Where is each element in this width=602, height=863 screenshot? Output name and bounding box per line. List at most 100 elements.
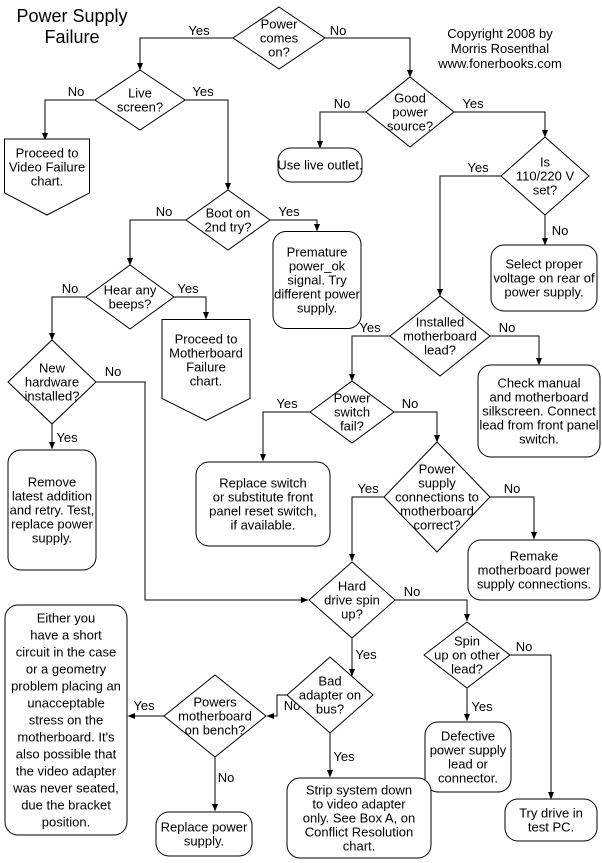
edge-bench-no: No	[212, 757, 234, 812]
edge-live-screen-yes: Yes	[185, 84, 231, 191]
edge-voltage-no: No	[542, 215, 569, 246]
decision-diamond	[163, 674, 267, 758]
decision-diamond	[7, 339, 97, 425]
edge-label-boot-yes: Yes	[278, 204, 300, 219]
edge-live-screen-no: No	[42, 84, 95, 141]
decision-diamond	[309, 380, 395, 444]
decision-diamond	[94, 69, 186, 131]
edge-connections-yes: Yes	[349, 481, 384, 562]
edge-voltage-yes: Yes	[437, 160, 501, 297]
decision-diamond	[286, 656, 374, 734]
edge-hardware-yes: Yes	[49, 424, 78, 450]
decision-diamond	[500, 136, 590, 216]
offpage-connector	[161, 319, 251, 422]
edge-mb-lead-yes: Yes	[349, 320, 390, 382]
edge-mb-lead-no: No	[490, 320, 542, 366]
edge-power-on-no: No	[325, 23, 413, 78]
action-box	[7, 449, 97, 571]
action-box	[277, 147, 363, 183]
edge-power-on-yes: Yes	[137, 23, 233, 71]
decision-diamond	[423, 621, 511, 689]
edge-boot-yes: Yes	[270, 204, 320, 232]
node-use-live-outlet: Use live outlet.	[277, 147, 363, 183]
decision-diamond	[389, 295, 491, 377]
edge-boot-no: No	[127, 204, 186, 266]
decision-diamond	[232, 6, 326, 70]
edge-label-switch-no: No	[402, 396, 419, 411]
edge-label-power-on-yes: Yes	[188, 23, 210, 38]
edge-label-adapter-yes: Yes	[333, 749, 355, 764]
edge-label-connections-no: No	[504, 481, 521, 496]
action-box	[195, 461, 331, 547]
decision-diamond	[365, 76, 455, 148]
edge-good-source-yes: Yes	[454, 96, 548, 138]
edge-label-hardware-yes: Yes	[56, 430, 78, 445]
decision-diamond	[383, 441, 491, 553]
edge-connections-no: No	[490, 481, 537, 540]
action-box	[286, 777, 432, 859]
edge-switch-no: No	[394, 396, 440, 443]
edge-label-switch-yes: Yes	[276, 396, 298, 411]
decision-diamond	[185, 189, 271, 251]
edge-label-good-source-yes: Yes	[462, 96, 484, 111]
edge-label-bench-yes: Yes	[133, 698, 155, 713]
edge-spin-no: No	[395, 584, 470, 622]
action-box	[272, 231, 362, 329]
action-box	[155, 811, 253, 857]
edge-label-other-lead-yes: Yes	[471, 699, 493, 714]
edge-label-other-lead-no: No	[516, 639, 533, 654]
edge-switch-yes: Yes	[260, 396, 310, 462]
edge-label-mb-lead-yes: Yes	[359, 320, 381, 335]
edge-label-good-source-no: No	[334, 96, 351, 111]
decision-diamond	[308, 561, 396, 639]
edge-good-source-no: No	[317, 96, 366, 149]
edge-label-voltage-no: No	[552, 223, 569, 238]
node-label-use-live-outlet: Use live outlet.	[277, 158, 362, 173]
edge-label-beeps-yes: Yes	[177, 281, 199, 296]
edge-hardware-no: No	[96, 364, 309, 603]
edge-beeps-no: No	[49, 281, 86, 341]
action-box	[4, 604, 128, 836]
edge-bench-yes: Yes	[127, 698, 164, 719]
